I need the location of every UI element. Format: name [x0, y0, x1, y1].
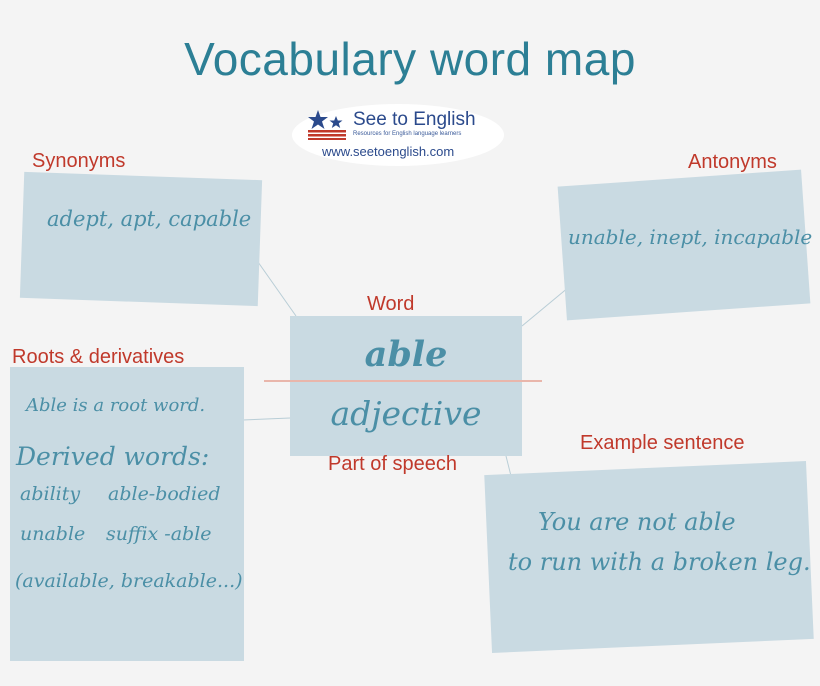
word-card	[290, 316, 522, 456]
roots-card	[10, 367, 244, 661]
word-label: Word	[367, 293, 415, 315]
example-line-1: You are not able	[538, 508, 736, 536]
derived-heading: Derived words:	[16, 442, 210, 471]
derived-word: ability	[20, 483, 81, 505]
antonyms-label: Antonyms	[688, 151, 777, 173]
synonyms-card	[19, 171, 263, 307]
connector-synonyms	[257, 261, 297, 317]
synonyms-text: adept, apt, capable	[47, 207, 252, 231]
root-text: Able is a root word.	[26, 395, 206, 416]
logo-url[interactable]: www.seetoenglish.com	[322, 144, 455, 159]
example-label: Example sentence	[580, 432, 745, 454]
derived-word: unable	[20, 523, 86, 545]
example-line-2: to run with a broken leg.	[508, 548, 811, 576]
synonyms-label: Synonyms	[32, 150, 126, 172]
center-divider	[264, 380, 542, 382]
logo-tagline: Resources for English language learners	[353, 131, 462, 137]
antonyms-text: unable, inept, incapable	[568, 225, 813, 249]
stars-stripes-icon	[308, 110, 346, 140]
derived-word: able-bodied	[108, 483, 221, 505]
page-title: Vocabulary word map	[184, 33, 636, 85]
part-of-speech-label: Part of speech	[328, 453, 457, 475]
derived-word: suffix -able	[106, 523, 212, 545]
center-word: able	[364, 334, 448, 375]
part-of-speech: adjective	[330, 394, 482, 433]
derived-examples-note: (available, breakable...)	[15, 570, 243, 592]
connector-roots	[242, 417, 291, 421]
roots-label: Roots & derivatives	[12, 346, 185, 368]
logo-name: See to English	[353, 109, 476, 130]
